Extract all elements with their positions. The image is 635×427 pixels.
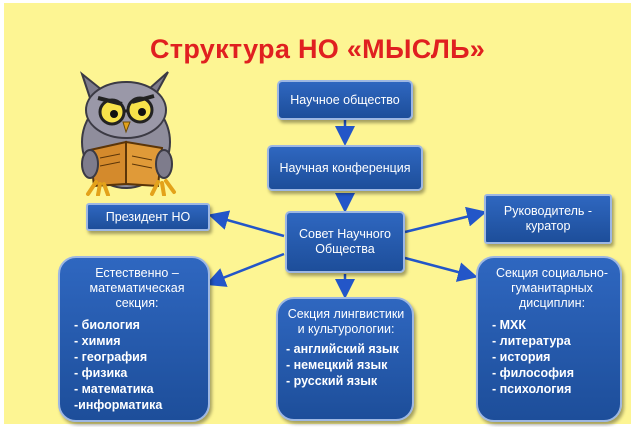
arrow-council-humanities bbox=[404, 256, 478, 282]
list-item: - литература bbox=[492, 334, 571, 348]
node-curator-label: Руководитель - куратор bbox=[503, 204, 593, 233]
arrow-council-president bbox=[208, 210, 285, 238]
node-conference-label: Научная конференция bbox=[279, 160, 411, 175]
list-item: - химия bbox=[74, 334, 121, 348]
natural-section-heading: Естественно – математическая секция: bbox=[89, 266, 185, 310]
list-item: - история bbox=[492, 350, 551, 364]
arrow-council-natural bbox=[205, 252, 285, 287]
list-item: - немецкий язык bbox=[286, 358, 388, 372]
owl-reading-book-icon bbox=[79, 71, 176, 196]
node-society-label: Научное общество bbox=[290, 92, 400, 107]
node-society: Научное общество bbox=[277, 80, 413, 120]
list-item: -информатика bbox=[74, 398, 163, 412]
arrow-council-curator bbox=[404, 206, 487, 234]
list-item: - психология bbox=[492, 382, 572, 396]
linguistic-section-list: - английский язык - немецкий язык - русс… bbox=[286, 341, 406, 389]
node-curator: Руководитель - куратор bbox=[484, 194, 612, 244]
natural-section-list: - биология - химия - география - физика … bbox=[74, 317, 200, 413]
list-item: - математика bbox=[74, 382, 154, 396]
node-linguistic-section: Секция лингвистики и культурологии: - ан… bbox=[276, 297, 414, 421]
humanities-section-list: - МХК - литература - история - философия… bbox=[492, 317, 612, 397]
node-humanities-section: Секция социально-гуманитарных дисциплин:… bbox=[476, 256, 622, 422]
node-president: Президент НО bbox=[86, 203, 210, 231]
node-council: Совет Научного Общества bbox=[285, 211, 405, 273]
node-natural-section: Естественно – математическая секция: - б… bbox=[58, 256, 210, 422]
list-item: - русский язык bbox=[286, 374, 378, 388]
list-item: - МХК bbox=[492, 318, 527, 332]
linguistic-section-heading: Секция лингвистики и культурологии: bbox=[287, 307, 405, 336]
list-item: - физика bbox=[74, 366, 128, 380]
list-item: - английский язык bbox=[286, 342, 399, 356]
node-council-label: Совет Научного Общества bbox=[299, 227, 391, 256]
list-item: - биология bbox=[74, 318, 140, 332]
humanities-section-heading: Секция социально-гуманитарных дисциплин: bbox=[495, 266, 609, 310]
list-item: - география bbox=[74, 350, 148, 364]
list-item: - философия bbox=[492, 366, 575, 380]
node-president-label: Президент НО bbox=[105, 209, 191, 224]
page-title: Структура НО «МЫСЛЬ» bbox=[150, 34, 486, 64]
node-conference: Научная конференция bbox=[267, 145, 423, 191]
